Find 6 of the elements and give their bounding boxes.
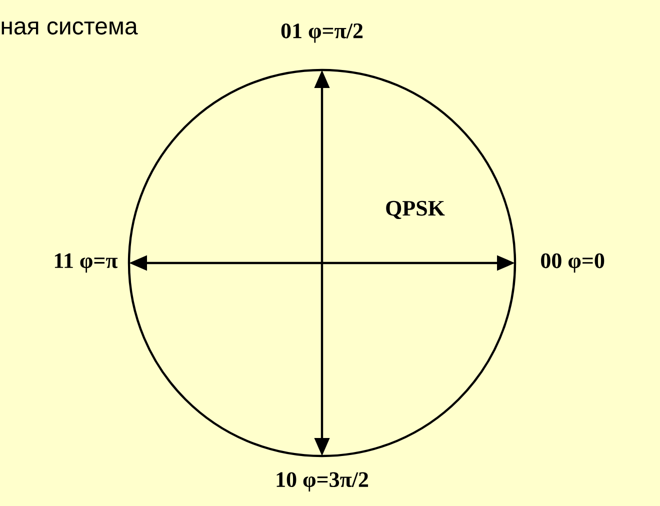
heading-text: ная система <box>2 21 138 35</box>
phase-label: 10 φ=3π/2 <box>276 472 368 492</box>
phase-label: 00 φ=0 <box>541 253 604 273</box>
phase-label: 01 φ=π/2 <box>281 23 363 43</box>
phase-label: 11 φ=π <box>54 253 118 273</box>
modulation-label: QPSK <box>386 200 445 220</box>
